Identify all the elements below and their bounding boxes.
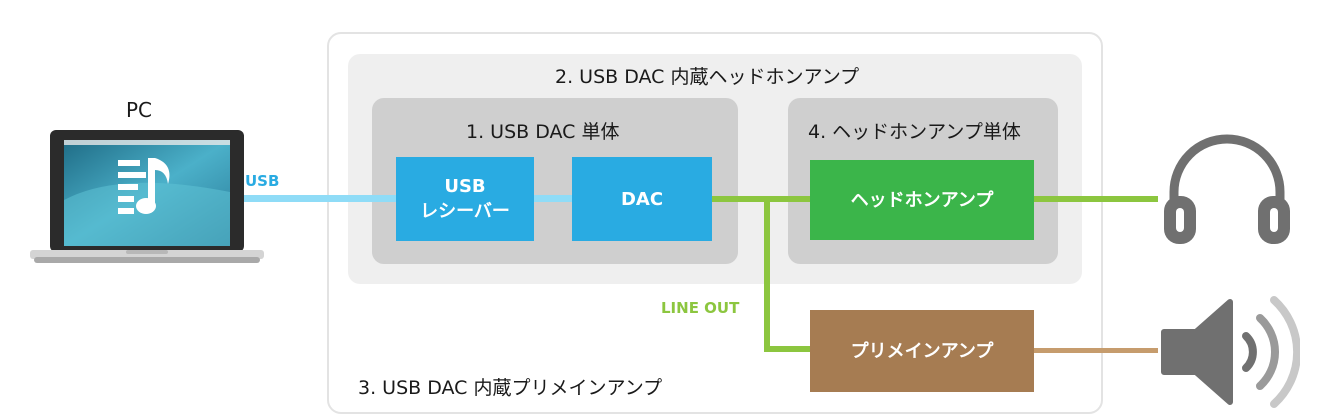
- group-label-headphone-amp-only: 4. ヘッドホンアンプ単体: [808, 121, 1021, 143]
- music-note-icon: [118, 158, 170, 214]
- headphone-amp-box: ヘッドホンアンプ: [810, 160, 1034, 240]
- usb-internal-line: [534, 195, 572, 202]
- group-label-dac-headphone-amp: 2. USB DAC 内蔵ヘッドホンアンプ: [555, 66, 860, 88]
- usb-tag: USB: [245, 172, 280, 190]
- headphones-icon: [1164, 134, 1290, 244]
- usb-cable-line: [232, 195, 397, 202]
- preamp-to-speaker-line: [1034, 348, 1158, 353]
- dac-box: DAC: [572, 157, 712, 241]
- usb-receiver-box: USB レシーバー: [396, 157, 534, 241]
- pc-label: PC: [126, 98, 153, 122]
- dac-label: DAC: [620, 188, 664, 210]
- usb-receiver-label-line2: レシーバー: [420, 201, 510, 222]
- headphone-amp-label: ヘッドホンアンプ: [850, 189, 994, 211]
- line-out-tag: LINE OUT: [661, 299, 740, 317]
- group-label-dac-preamp: 3. USB DAC 内蔵プリメインアンプ: [358, 377, 663, 399]
- headphone-amp-to-headphones-line: [1034, 196, 1158, 202]
- pre-main-amp-label: プリメインアンプ: [850, 340, 994, 362]
- pre-main-amp-box: プリメインアンプ: [810, 310, 1034, 392]
- line-out-vertical-line: [764, 196, 770, 352]
- laptop-icon: [30, 130, 264, 263]
- usb-receiver-label-line1: USB: [444, 176, 486, 197]
- group-label-dac-only: 1. USB DAC 単体: [466, 121, 620, 143]
- line-out-horizontal-line: [764, 346, 812, 352]
- speaker-icon: [1161, 296, 1300, 408]
- dac-to-headphone-amp-line: [712, 196, 810, 202]
